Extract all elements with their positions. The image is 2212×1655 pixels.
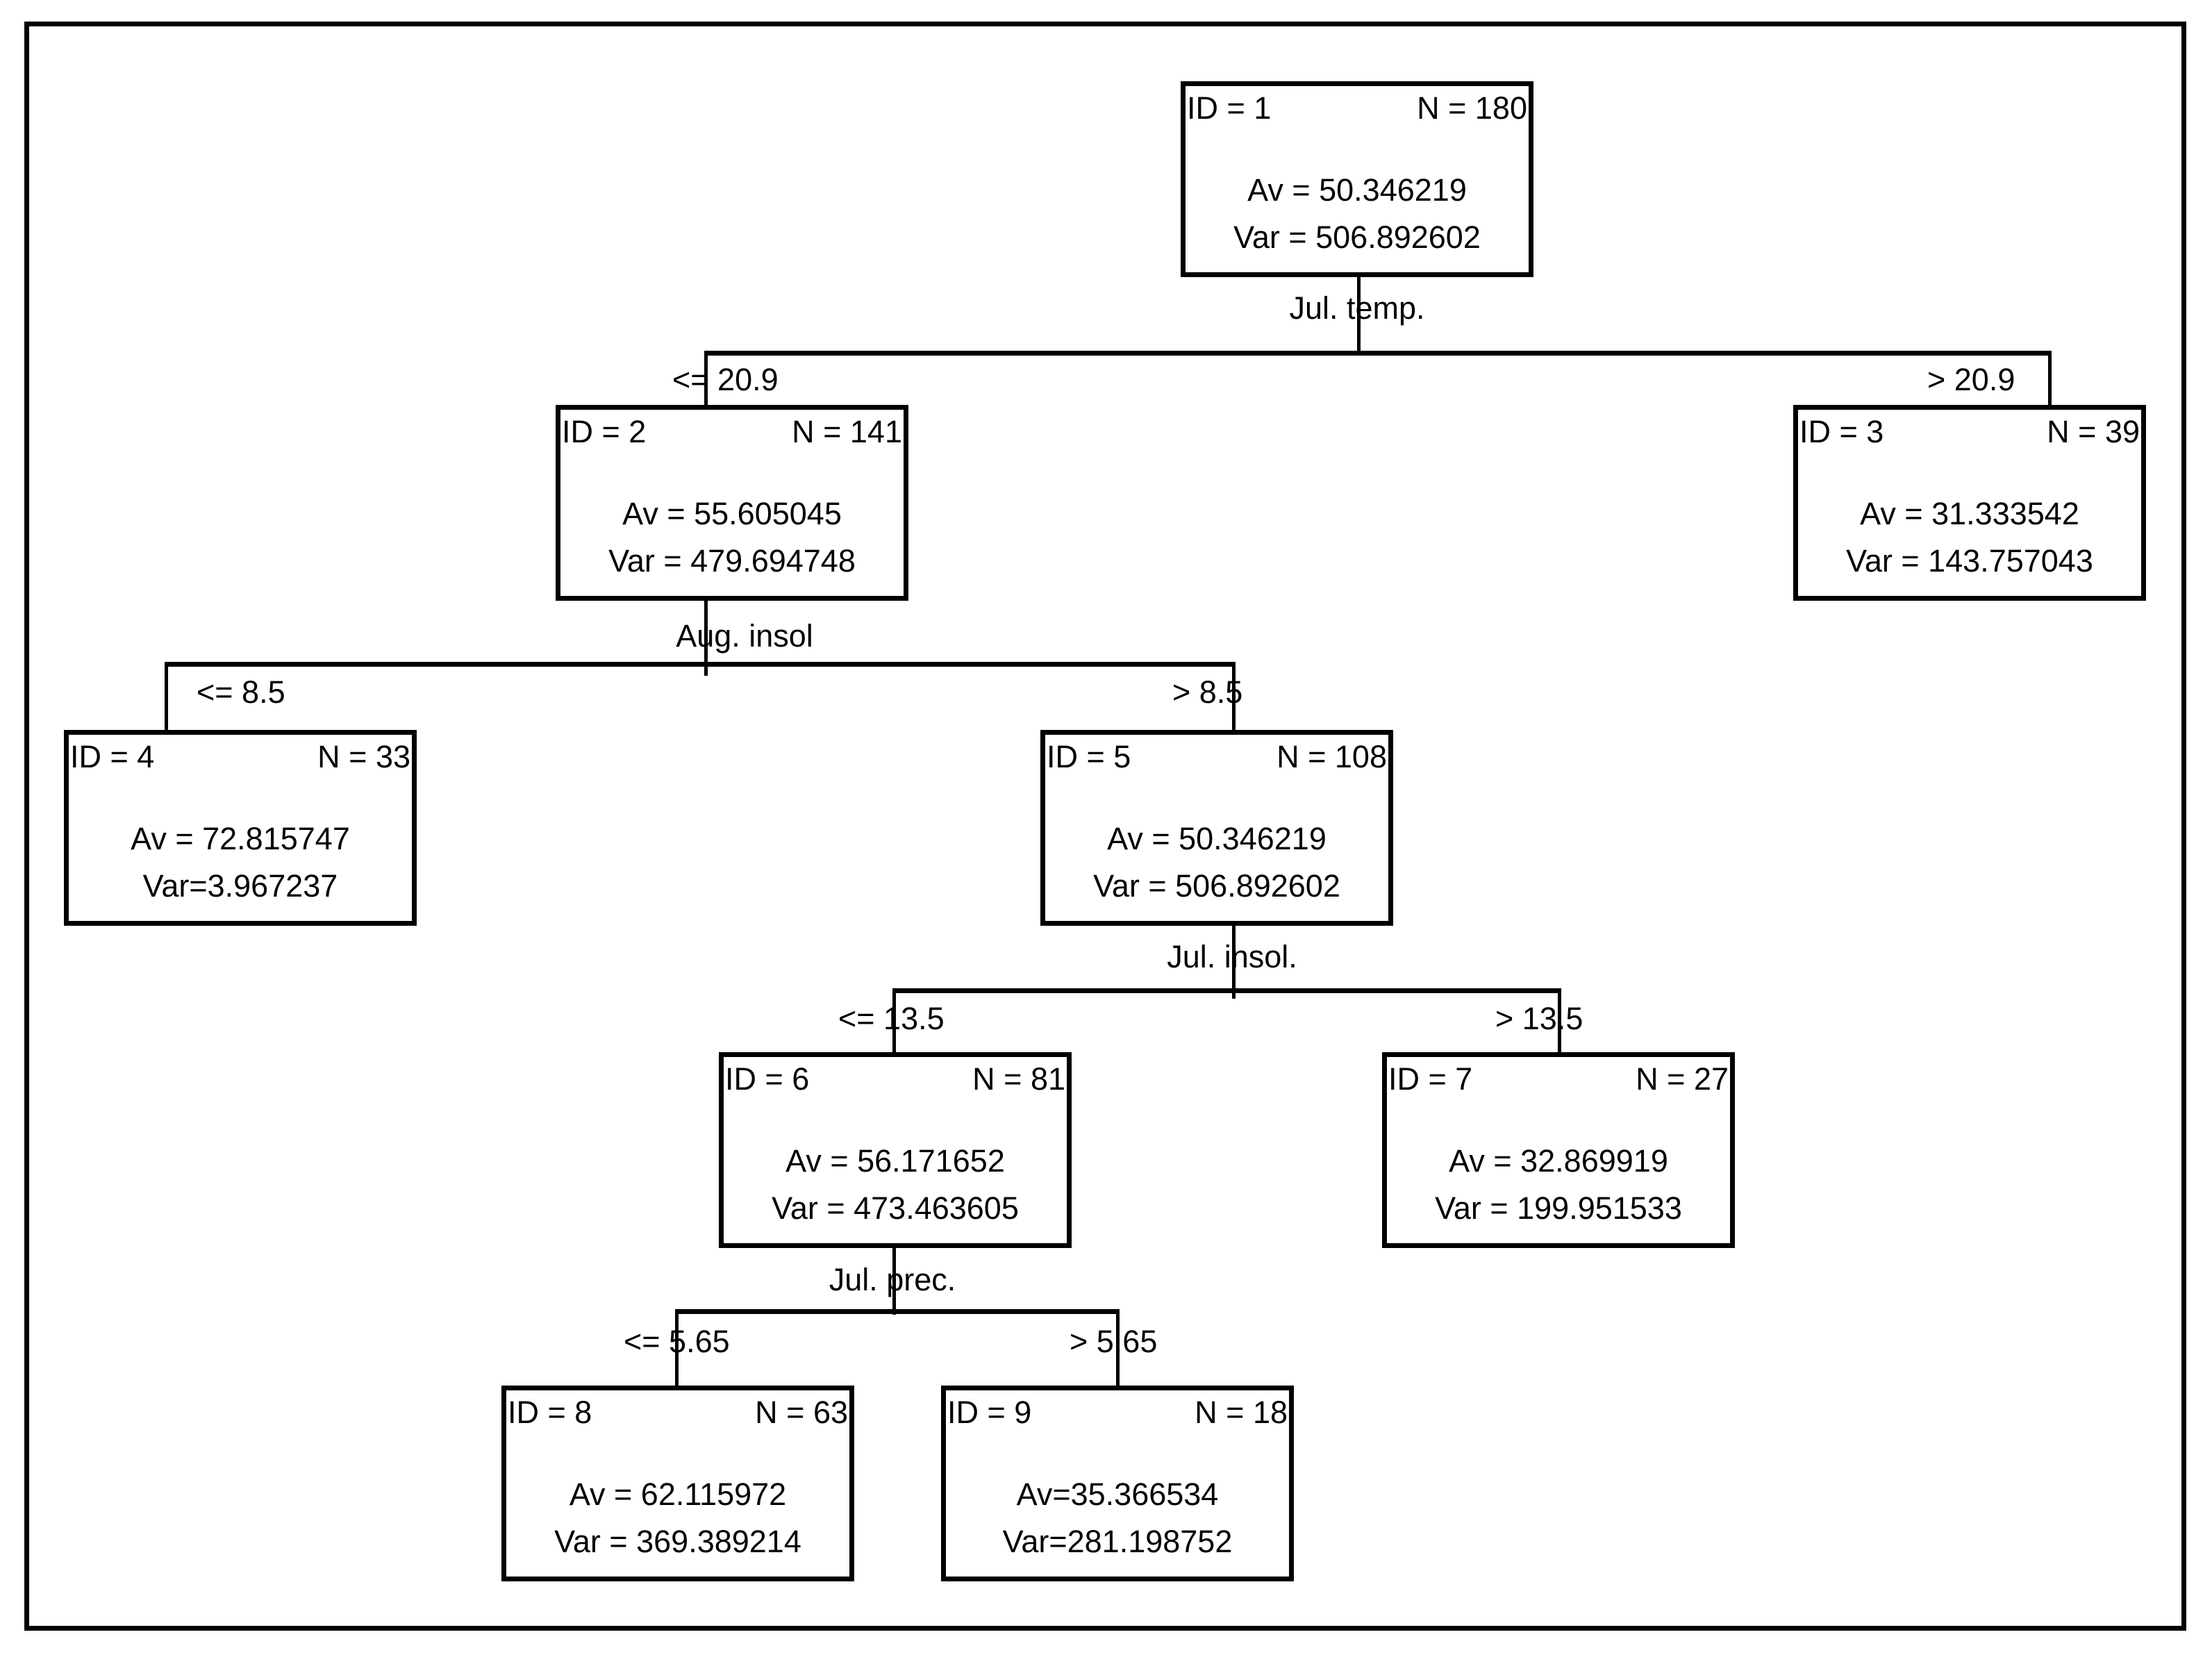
tree-node-5-stats: Av = 50.346219 Var = 506.892602: [1045, 815, 1388, 910]
tree-node-8-av: Av = 62.115972: [569, 1477, 787, 1512]
tree-node-6-id: ID = 6: [725, 1061, 810, 1097]
tree-node-3-stats: Av = 31.333542 Var = 143.757043: [1798, 490, 2141, 585]
connector-stub-node5-down: [1232, 922, 1236, 999]
connector-stub-node7-up: [1558, 988, 1561, 1052]
tree-node-1-n: N = 180: [1417, 90, 1527, 126]
connector-stub-node3-up: [2048, 351, 2052, 406]
tree-node-7-stats: Av = 32.869919 Var = 199.951533: [1387, 1138, 1730, 1232]
tree-node-9-stats: Av=35.366534 Var=281.198752: [946, 1471, 1289, 1565]
tree-node-7-header: ID = 7 N = 27: [1387, 1060, 1730, 1099]
tree-node-2-var: Var = 479.694748: [608, 543, 856, 579]
tree-node-1-var: Var = 506.892602: [1233, 219, 1481, 255]
tree-node-5-av: Av = 50.346219: [1107, 821, 1327, 856]
tree-node-4-header: ID = 4 N = 33: [69, 738, 412, 776]
tree-node-8-n: N = 63: [755, 1395, 848, 1430]
connector-hline-split3: [892, 988, 1561, 993]
branch-label-3-right: > 13.5: [1495, 1001, 1583, 1036]
tree-node-2-id: ID = 2: [562, 414, 647, 449]
tree-node-2-av: Av = 55.605045: [622, 496, 842, 531]
tree-node-2-stats: Av = 55.605045 Var = 479.694748: [560, 490, 904, 585]
tree-node-8[interactable]: ID = 8 N = 63 Av = 62.115972 Var = 369.3…: [501, 1386, 854, 1581]
tree-node-7-id: ID = 7: [1388, 1061, 1473, 1097]
connector-stub-node6-down: [892, 1245, 896, 1315]
tree-node-9[interactable]: ID = 9 N = 18 Av=35.366534 Var=281.19875…: [941, 1386, 1294, 1581]
connector-stub-node8-up: [675, 1309, 679, 1386]
tree-node-4-n: N = 33: [317, 739, 410, 774]
tree-node-5-n: N = 108: [1277, 739, 1387, 774]
tree-node-1-id: ID = 1: [1187, 90, 1272, 126]
tree-node-3-n: N = 39: [2047, 414, 2140, 449]
tree-node-6-var: Var = 473.463605: [772, 1190, 1019, 1226]
connector-stub-node2-up: [704, 351, 708, 406]
tree-node-6-header: ID = 6 N = 81: [724, 1060, 1067, 1099]
connector-hline-split2: [165, 662, 1236, 667]
tree-node-2-n: N = 141: [792, 414, 902, 449]
split-variable-label-2: Aug. insol: [676, 618, 813, 654]
tree-node-6-stats: Av = 56.171652 Var = 473.463605: [724, 1138, 1067, 1232]
tree-node-4-stats: Av = 72.815747 Var=3.967237: [69, 815, 412, 910]
tree-node-8-var: Var = 369.389214: [554, 1524, 801, 1559]
branch-label-4-left: <= 5.65: [624, 1324, 730, 1359]
tree-node-9-var: Var=281.198752: [1002, 1524, 1233, 1559]
connector-stub-node5-up: [1232, 662, 1236, 730]
connector-stub-node6-up: [892, 988, 896, 1052]
tree-node-9-id: ID = 9: [947, 1395, 1032, 1430]
tree-node-3-av: Av = 31.333542: [1860, 496, 2079, 531]
tree-node-4-av: Av = 72.815747: [131, 821, 350, 856]
branch-label-1-left: <= 20.9: [672, 362, 779, 397]
tree-node-8-stats: Av = 62.115972 Var = 369.389214: [506, 1471, 849, 1565]
tree-node-3-id: ID = 3: [1799, 414, 1884, 449]
tree-node-3[interactable]: ID = 3 N = 39 Av = 31.333542 Var = 143.7…: [1793, 405, 2146, 601]
connector-stub-node9-up: [1116, 1309, 1120, 1386]
connector-stub-node4-up: [165, 662, 168, 730]
tree-node-5-id: ID = 5: [1047, 739, 1131, 774]
tree-node-3-header: ID = 3 N = 39: [1798, 413, 2141, 451]
branch-label-3-left: <= 13.5: [838, 1001, 945, 1036]
tree-node-1-stats: Av = 50.346219 Var = 506.892602: [1186, 167, 1529, 261]
split-variable-label-3: Jul. insol.: [1167, 939, 1297, 974]
connector-stub-node1-down: [1357, 276, 1361, 353]
tree-node-6[interactable]: ID = 6 N = 81 Av = 56.171652 Var = 473.4…: [719, 1052, 1072, 1248]
connector-hline-split4: [675, 1309, 1120, 1314]
connector-hline-split1: [704, 351, 2052, 356]
tree-node-8-id: ID = 8: [508, 1395, 592, 1430]
tree-node-3-var: Var = 143.757043: [1846, 543, 2093, 579]
tree-node-2[interactable]: ID = 2 N = 141 Av = 55.605045 Var = 479.…: [556, 405, 908, 601]
tree-node-4-var: Var=3.967237: [142, 868, 338, 904]
split-variable-label-4: Jul. prec.: [829, 1262, 956, 1297]
split-variable-label-1: Jul. temp.: [1289, 290, 1425, 326]
tree-node-9-av: Av=35.366534: [1016, 1477, 1219, 1512]
tree-node-9-n: N = 18: [1195, 1395, 1288, 1430]
tree-node-5-var: Var = 506.892602: [1093, 868, 1340, 904]
tree-node-7[interactable]: ID = 7 N = 27 Av = 32.869919 Var = 199.9…: [1382, 1052, 1735, 1248]
tree-node-7-n: N = 27: [1636, 1061, 1729, 1097]
tree-node-8-header: ID = 8 N = 63: [506, 1393, 849, 1432]
tree-node-1[interactable]: ID = 1 N = 180 Av = 50.346219 Var = 506.…: [1181, 81, 1533, 277]
tree-node-7-var: Var = 199.951533: [1435, 1190, 1682, 1226]
branch-label-1-right: > 20.9: [1927, 362, 2015, 397]
branch-label-2-left: <= 8.5: [197, 674, 285, 710]
tree-node-6-n: N = 81: [972, 1061, 1065, 1097]
tree-node-9-header: ID = 9 N = 18: [946, 1393, 1289, 1432]
branch-label-4-right: > 5.65: [1070, 1324, 1158, 1359]
diagram-border: [24, 22, 2186, 1631]
tree-node-4[interactable]: ID = 4 N = 33 Av = 72.815747 Var=3.96723…: [64, 730, 417, 926]
tree-node-7-av: Av = 32.869919: [1449, 1143, 1668, 1179]
tree-node-6-av: Av = 56.171652: [785, 1143, 1005, 1179]
tree-node-4-id: ID = 4: [70, 739, 155, 774]
tree-node-1-av: Av = 50.346219: [1247, 172, 1467, 208]
tree-node-5[interactable]: ID = 5 N = 108 Av = 50.346219 Var = 506.…: [1040, 730, 1393, 926]
tree-node-5-header: ID = 5 N = 108: [1045, 738, 1388, 776]
tree-node-2-header: ID = 2 N = 141: [560, 413, 904, 451]
connector-stub-node2-down: [704, 599, 708, 676]
branch-label-2-right: > 8.5: [1172, 674, 1243, 710]
tree-node-1-header: ID = 1 N = 180: [1186, 89, 1529, 128]
